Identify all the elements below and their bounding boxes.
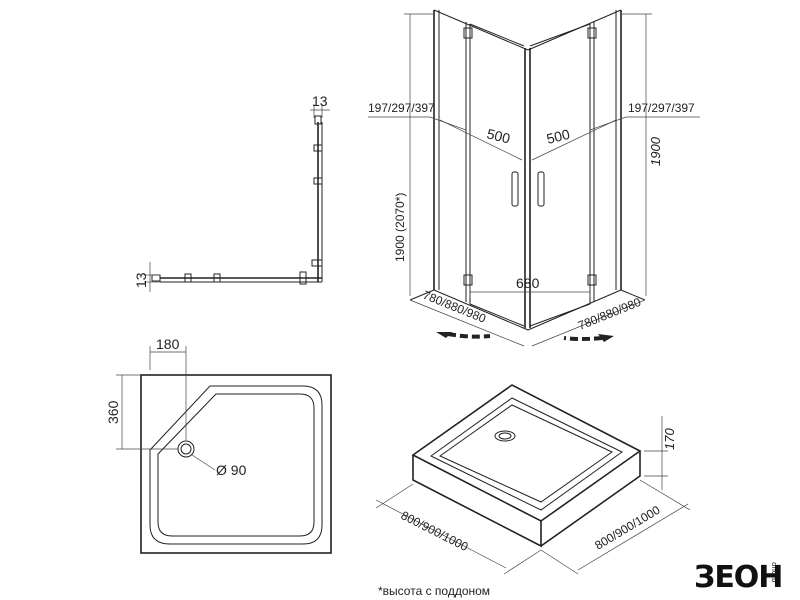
tray-dim-width-left: 800/900/1000 bbox=[399, 508, 471, 554]
tray-dim-width-right: 800/900/1000 bbox=[592, 503, 662, 553]
profile-dim-top: 13 bbox=[312, 93, 328, 109]
enclosure-dim-door-left: 500 bbox=[485, 125, 512, 146]
tray-dim-height: 170 bbox=[662, 428, 677, 450]
tray-dim-drain: Ø 90 bbox=[216, 462, 247, 478]
brand-logo: ЗЕОН bbox=[694, 560, 783, 595]
footnote: *высота с поддоном bbox=[378, 584, 491, 598]
enclosure-dim-width-right: 780/880/980 bbox=[576, 295, 643, 333]
tray-dim-corner-depth: 360 bbox=[105, 400, 121, 424]
door-swing-arrow-right bbox=[563, 334, 614, 342]
enclosure-dim-door-right: 500 bbox=[545, 126, 572, 147]
tray-dim-corner-width: 180 bbox=[156, 336, 180, 352]
enclosure-dim-side-right: 197/297/397 bbox=[628, 101, 695, 115]
enclosure-view: 197/297/397 197/297/397 500 500 1900 (20… bbox=[368, 9, 700, 347]
enclosure-dim-opening: 680 bbox=[516, 275, 540, 291]
enclosure-dim-side-left: 197/297/397 bbox=[368, 101, 435, 115]
tray-top-view: 180 360 Ø 90 bbox=[105, 336, 332, 554]
door-swing-arrow-left bbox=[436, 332, 491, 339]
profile-dim-left: 13 bbox=[133, 272, 149, 288]
enclosure-dim-height-left: 1900 (2070*) bbox=[393, 193, 407, 262]
brand-logo-sub: group bbox=[770, 562, 778, 583]
enclosure-dim-height-right: 1900 bbox=[648, 136, 663, 166]
tray-iso-view: 170 800/900/1000 800/900/1000 bbox=[375, 384, 691, 575]
profile-view: 13 13 bbox=[133, 93, 330, 292]
